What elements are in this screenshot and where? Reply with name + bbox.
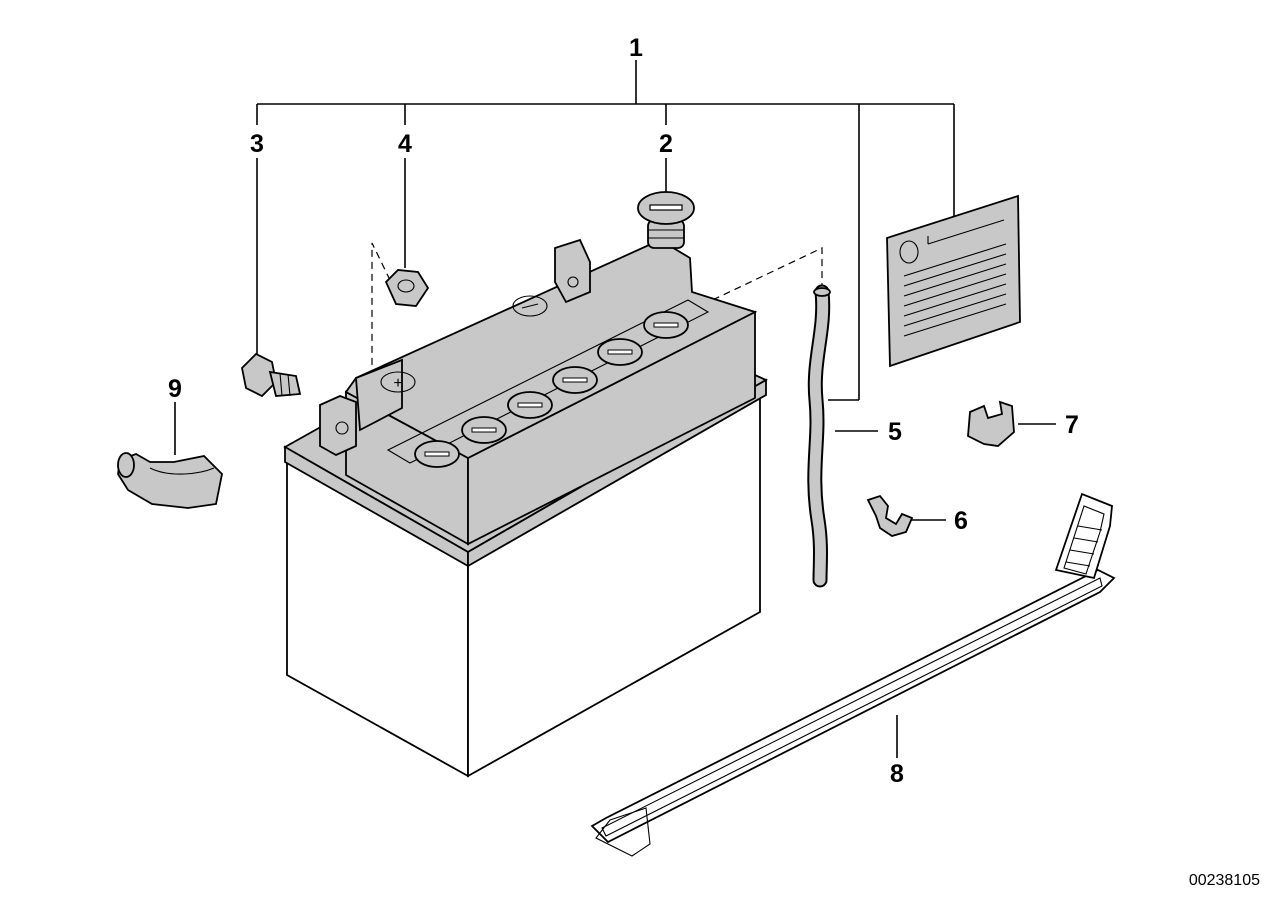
callout-1: 1 <box>629 34 643 62</box>
vent-plug <box>637 191 695 249</box>
callouts: 1 2 3 4 5 6 7 8 9 <box>168 34 1079 788</box>
leader-lines <box>174 60 1056 758</box>
label-plate <box>886 194 1021 368</box>
document-id: 00238105 <box>1189 872 1260 889</box>
callout-2: 2 <box>659 130 673 158</box>
bolt <box>241 352 302 398</box>
callout-5: 5 <box>888 418 902 446</box>
callout-3: 3 <box>250 130 264 158</box>
callout-9: 9 <box>168 375 182 403</box>
nut <box>384 269 430 307</box>
vent-hose <box>807 284 831 588</box>
svg-text:+: + <box>393 375 402 392</box>
battery-strap <box>590 492 1116 857</box>
callout-8: 8 <box>890 760 904 788</box>
clip-6 <box>866 494 914 537</box>
callout-7: 7 <box>1065 411 1079 439</box>
vent-caps <box>414 311 689 468</box>
terminal-cover <box>117 452 223 509</box>
battery: + <box>283 238 768 778</box>
clip-7 <box>967 400 1015 447</box>
callout-6: 6 <box>954 507 968 535</box>
callout-4: 4 <box>398 130 412 158</box>
